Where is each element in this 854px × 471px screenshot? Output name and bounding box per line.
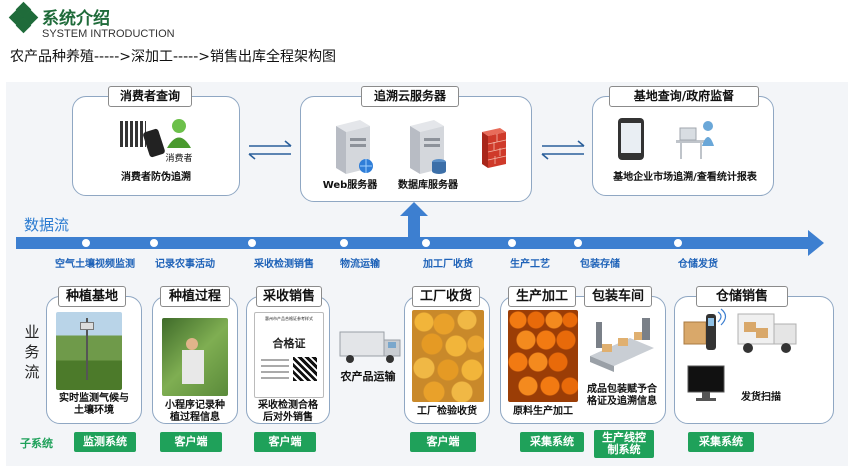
flow-stage-label: 物流运输 xyxy=(340,259,380,270)
flow-node xyxy=(148,237,160,249)
consumer-caption: 消费者防伪追溯 xyxy=(121,172,191,183)
processing-oranges-photo xyxy=(508,310,578,402)
flow-node xyxy=(572,237,584,249)
database-server-label: 数据库服务器 xyxy=(398,180,458,191)
farmer-photo xyxy=(162,318,228,396)
cloud-server-title: 追溯云服务器 xyxy=(361,86,459,107)
flow-stage-label: 记录农事活动 xyxy=(155,259,215,270)
delivery-truck-icon xyxy=(737,313,797,353)
packaging-line-icon xyxy=(590,318,654,372)
business-flow-label: 业 务 流 xyxy=(24,323,40,381)
flow-stage-label: 生产工艺 xyxy=(510,259,550,270)
collection-system-tag[interactable]: 采集系统 xyxy=(520,432,584,452)
production-title: 生产加工 xyxy=(508,286,576,307)
bidirectional-arrow-right xyxy=(541,140,585,160)
flow-node xyxy=(506,237,518,249)
planting-base-title: 种植基地 xyxy=(58,286,126,307)
flow-node xyxy=(672,237,684,249)
data-flow-arrow xyxy=(16,230,824,256)
client-tag[interactable]: 客户端 xyxy=(160,432,222,452)
transport-label: 农产品运输 xyxy=(340,370,396,383)
planting-process-caption: 小程序记录种 植过程信息 xyxy=(165,400,225,423)
certificate-qr-icon xyxy=(293,357,317,381)
user-avatar-icon xyxy=(167,119,191,148)
client-tag[interactable]: 客户端 xyxy=(254,432,316,452)
base-supervision-title: 基地查询/政府监督 xyxy=(609,86,759,107)
flow-node xyxy=(420,237,432,249)
flow-node xyxy=(246,237,258,249)
web-server-label: Web服务器 xyxy=(322,180,378,191)
oranges-photo xyxy=(412,310,484,402)
factory-receive-caption: 工厂检验收货 xyxy=(417,406,477,417)
warehouse-sales-title: 仓储销售 xyxy=(696,286,788,307)
harvest-sales-title: 采收销售 xyxy=(256,286,322,307)
consumer-query-title: 消费者查询 xyxy=(108,86,192,107)
warehouse-caption: 发货扫描 xyxy=(741,392,781,403)
qr-code-icon xyxy=(120,121,146,147)
page-subtitle: 农产品种养殖----->深加工----->销售出库全程架构图 xyxy=(10,49,336,65)
flow-node xyxy=(80,237,92,249)
factory-receive-title: 工厂收货 xyxy=(412,286,480,307)
subsystem-label: 子系统 xyxy=(20,437,53,450)
database-server-icon xyxy=(410,120,446,174)
collection-system-tag[interactable]: 采集系统 xyxy=(688,432,754,452)
flow-stage-label: 仓储发货 xyxy=(678,259,718,270)
phone-scan-icon xyxy=(618,118,644,160)
flow-node xyxy=(338,237,350,249)
planting-base-caption: 实时监测气候与 土壤环境 xyxy=(59,393,129,416)
flow-stage-label: 采收检测销售 xyxy=(254,259,314,270)
flow-stage-label: 加工厂收货 xyxy=(423,259,473,270)
consumer-icon-label: 消费者 xyxy=(165,154,193,164)
flow-stage-label: 包装存储 xyxy=(580,259,620,270)
firewall-icon xyxy=(482,128,507,168)
packaging-title: 包装车间 xyxy=(584,286,652,307)
monitoring-system-tag[interactable]: 监测系统 xyxy=(74,432,136,452)
client-tag[interactable]: 客户端 xyxy=(410,432,476,452)
desk-user-icon xyxy=(676,121,714,159)
planting-process-title: 种植过程 xyxy=(160,286,230,307)
truck-icon xyxy=(339,331,401,363)
certificate-card: 惠州市产品合格证参考样式 合格证 xyxy=(254,312,324,398)
production-caption: 原料生产加工 xyxy=(513,406,573,417)
field-photo xyxy=(56,312,122,390)
upload-arrow-icon xyxy=(400,202,428,240)
scanner-icon xyxy=(683,308,727,350)
monitor-icon xyxy=(687,365,725,401)
packaging-caption: 成品包装赋予合 格证及追溯信息 xyxy=(587,384,657,407)
web-server-icon xyxy=(336,120,373,174)
data-flow-label: 数据流 xyxy=(24,216,70,234)
base-caption: 基地企业市场追溯/查看统计报表 xyxy=(613,172,757,183)
flow-stage-label: 空气土壤视频监测 xyxy=(55,259,135,270)
harvest-caption: 采收检测合格 后对外销售 xyxy=(258,400,318,423)
warehouse-sales-box xyxy=(674,296,834,424)
production-line-control-tag[interactable]: 生产线控 制系统 xyxy=(594,430,654,458)
page-title-english: SYSTEM INTRODUCTION xyxy=(42,28,175,40)
bidirectional-arrow-left xyxy=(248,140,292,160)
page-title: 系统介绍 xyxy=(42,9,110,29)
